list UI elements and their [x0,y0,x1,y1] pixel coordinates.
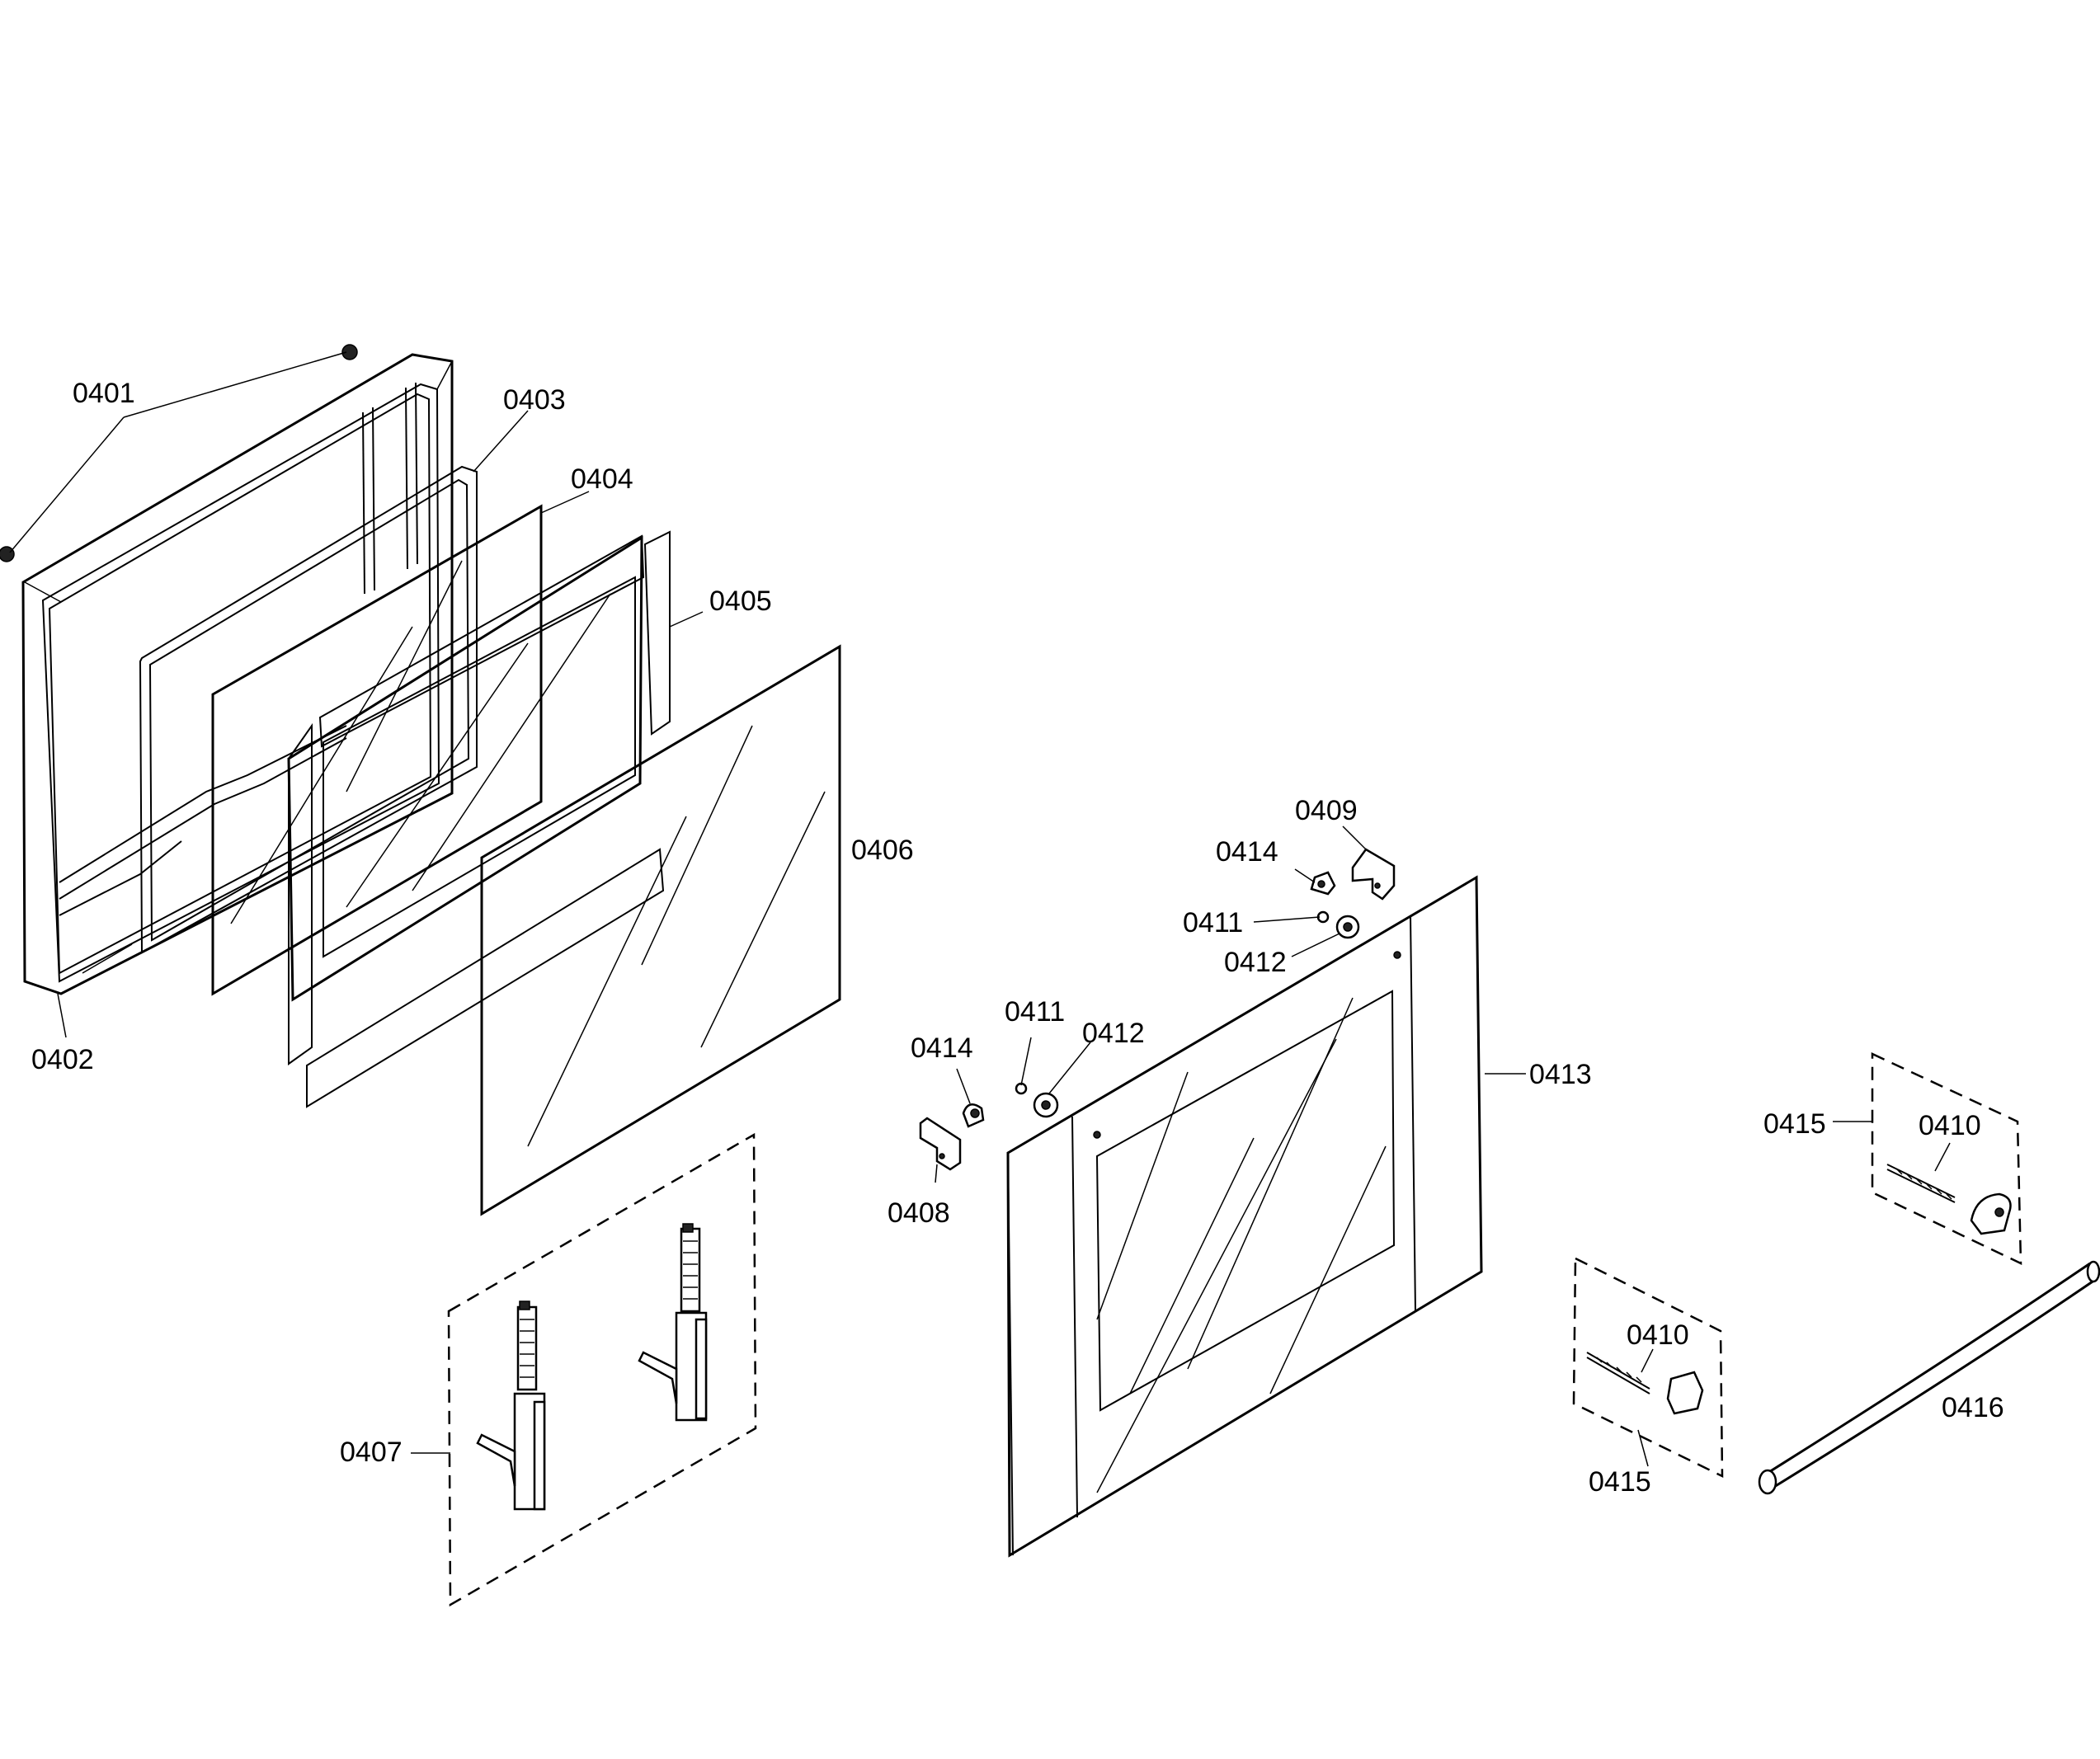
label-0415-lower: 0415 [1589,1466,1651,1498]
door-gasket [139,465,478,954]
label-0403: 0403 [503,384,566,416]
label-0414-left: 0414 [911,1032,973,1064]
label-0410-upper: 0410 [1919,1110,1981,1141]
label-0412-left: 0412 [1082,1018,1145,1049]
left-bracket [919,1117,962,1171]
hinge-left [476,1300,546,1511]
label-0412-right: 0412 [1224,947,1287,978]
label-0416: 0416 [1942,1392,2004,1423]
right-bushing [1310,871,1336,896]
label-0407: 0407 [340,1437,403,1468]
glass-retainer-frame [287,530,671,1108]
label-0405: 0405 [709,586,772,617]
hinge-right [638,1223,708,1422]
label-0406: 0406 [851,835,914,866]
inner-glass [211,504,543,996]
handle-mount-upper [1871,1052,2022,1266]
leader-lines [9,351,1951,1467]
screw-top [341,344,358,360]
label-0401: 0401 [73,378,135,409]
handle-mount-lower [1572,1256,1724,1479]
label-0409: 0409 [1295,795,1358,826]
label-0414-right: 0414 [1216,836,1278,868]
left-washer-large [1033,1092,1059,1118]
inner-door-frame [21,353,454,995]
label-0404: 0404 [571,463,633,495]
label-0411-right: 0411 [1183,907,1243,938]
right-washer-large [1335,915,1360,939]
hinge-group [447,1132,757,1607]
label-0413: 0413 [1529,1059,1592,1090]
door-handle-bar [1758,1260,2100,1495]
label-0408: 0408 [888,1197,950,1229]
label-0411-left: 0411 [1005,996,1065,1028]
screw-left [0,546,15,562]
label-0415-upper: 0415 [1763,1108,1826,1140]
outer-glass-panel [480,644,841,1216]
left-bushing [962,1103,985,1128]
label-0410-lower: 0410 [1627,1319,1689,1351]
right-bracket [1351,848,1396,901]
outer-door-panel [1006,875,1483,1558]
label-0402: 0402 [31,1044,94,1075]
